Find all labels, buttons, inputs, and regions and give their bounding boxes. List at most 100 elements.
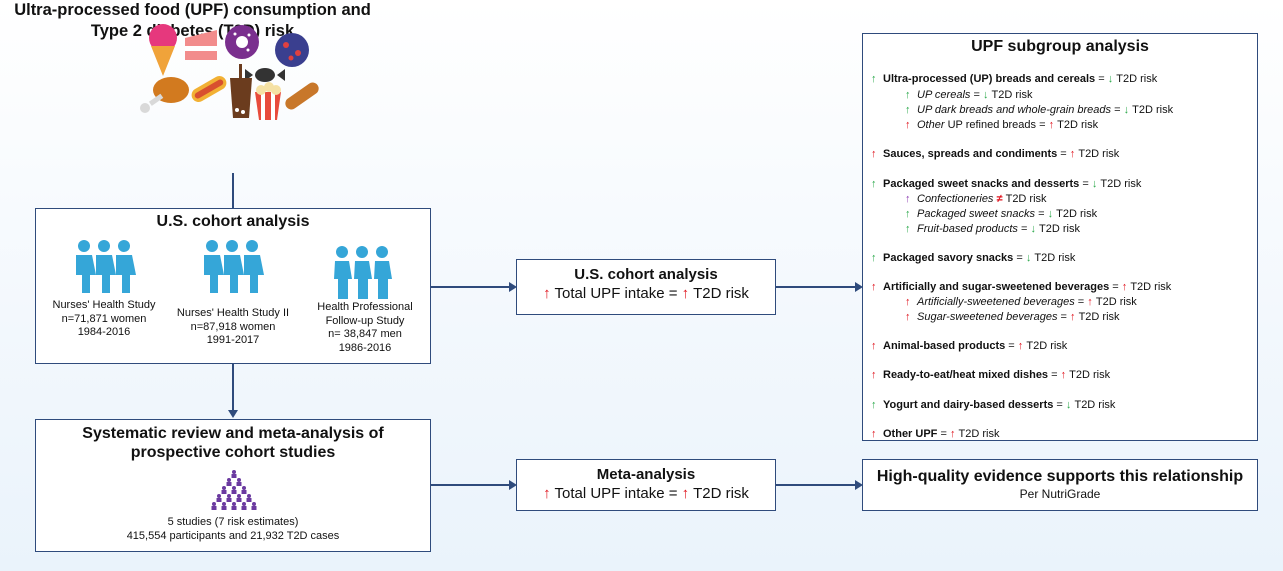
person-head: [252, 502, 256, 506]
subgroup-line-main: ↑Ready-to-eat/heat mixed dishes = ↑ T2D …: [871, 368, 1110, 382]
down-arrow-icon: ↓: [1091, 178, 1101, 190]
population-pyramid-icon: [211, 470, 257, 510]
risk-label: T2D risk: [1095, 296, 1137, 308]
up-arrow-icon: ↑: [1048, 119, 1058, 131]
cohort-nhs2: Nurses' Health Study II n=87,918 women 1…: [164, 307, 302, 348]
up-arrow-icon: ↑: [1070, 311, 1079, 323]
person-head: [242, 502, 246, 506]
subgroup-line-main: ↑Yogurt and dairy-based desserts = ↓ T2D…: [871, 398, 1115, 412]
down-arrow-icon: ↓: [1107, 73, 1117, 85]
subgroup-line-sub: ↑UP cereals = ↓ T2D risk: [905, 88, 1032, 102]
us-result-lhs: Total UPF intake =: [554, 285, 678, 302]
person-head: [232, 502, 236, 506]
subgroup-label: Packaged savory snacks: [883, 252, 1014, 264]
risk-label: T2D risk: [1130, 281, 1172, 293]
subgroup-label: Fruit-based products: [917, 223, 1018, 235]
ice-cream-icon: [149, 24, 177, 76]
up-arrow-icon: ↑: [871, 399, 877, 411]
meta-stats: 5 studies (7 risk estimates) 415,554 par…: [36, 515, 430, 543]
relation-sign: =: [1036, 119, 1049, 131]
bubble-tea-icon: [230, 64, 252, 118]
risk-label: T2D risk: [1039, 223, 1080, 235]
cohort-name: Nurses' Health Study II: [176, 307, 290, 319]
cohort-name-line1: Health Professional: [317, 301, 413, 313]
subgroup-label: Animal-based products: [883, 340, 1006, 352]
evidence-title: High-quality evidence supports this rela…: [876, 468, 1244, 485]
up-arrow-icon: ↑: [905, 119, 911, 131]
risk-label: T2D risk: [958, 428, 1000, 440]
subgroup-line-sub: ↑Artificially-sweetened beverages = ↑ T2…: [905, 295, 1137, 309]
up-arrow-icon: ↑: [1087, 296, 1096, 308]
cohort-n: n= 38,847 men: [328, 328, 402, 340]
person-body: [236, 482, 242, 486]
subgroup-label: UP refined breads: [947, 119, 1037, 131]
risk-label: T2D risk: [1069, 369, 1111, 381]
connector-cohort-to-result: [431, 286, 509, 288]
person-head: [222, 486, 226, 490]
person-body: [216, 498, 222, 502]
person-body: [231, 490, 237, 494]
subgroup-label: Packaged sweet snacks and desserts: [883, 178, 1080, 190]
candy-icon: [245, 68, 285, 82]
cohort-years: 1991-2017: [206, 334, 260, 346]
relation-sign: =: [1035, 208, 1048, 220]
donut-icon: [225, 25, 259, 59]
person-body: [226, 482, 232, 486]
meta-title-line1: Systematic review and meta-analysis of: [82, 425, 384, 442]
risk-label: T2D risk: [1132, 104, 1174, 116]
subgroup-line-main: ↑Sauces, spreads and condiments = ↑ T2D …: [871, 147, 1119, 161]
up-arrow-icon: ↑: [871, 148, 877, 160]
evidence-box: High-quality evidence supports this rela…: [862, 459, 1258, 511]
up-arrow-icon: ↑: [905, 208, 911, 220]
connector-meta-to-result: [431, 484, 509, 486]
person-head: [237, 478, 241, 482]
cohort-n: n=71,871 women: [61, 312, 147, 325]
cohort-name-line2: Follow-up Study: [325, 314, 405, 327]
risk-label: T2D risk: [1116, 73, 1158, 85]
arrow-right-to-subgroup: [855, 281, 863, 292]
us-result-box: U.S. cohort analysis ↑ Total UPF intake …: [516, 259, 776, 315]
subgroup-title: UPF subgroup analysis: [971, 38, 1149, 55]
person-head: [227, 478, 231, 482]
person-body: [241, 506, 247, 510]
us-cohort-box: U.S. cohort analysis Nurses' Health Stud…: [35, 208, 431, 364]
up-arrow-icon: ↑: [1069, 148, 1079, 160]
meta-result-rhs: T2D risk: [693, 485, 749, 502]
up-arrow-icon: ↑: [905, 311, 911, 323]
meta-result-lhs: Total UPF intake =: [554, 485, 678, 502]
up-arrow-icon: ↑: [905, 89, 911, 101]
cohort-years: 1986-2016: [338, 341, 392, 354]
risk-label: T2D risk: [991, 89, 1033, 101]
risk-label: T2D risk: [1056, 208, 1098, 220]
up-arrow-icon: ↑: [905, 296, 911, 308]
risk-label: T2D risk: [1074, 399, 1116, 411]
cake-slice-icon: [185, 30, 217, 60]
hotdog-icon: [191, 76, 227, 102]
cohort-name: Nurses' Health Study: [52, 299, 156, 311]
person-body: [251, 506, 257, 510]
up-arrow-icon: ↑: [871, 340, 877, 352]
subgroup-label: Sugar-sweetened beverages: [917, 311, 1058, 323]
meta-title-line2: prospective cohort studies: [130, 444, 336, 461]
subgroup-line-sub: ↑UP dark breads and whole-grain breads =…: [905, 103, 1173, 117]
cohort-n: n=87,918 women: [190, 320, 276, 333]
women-group-icon: [76, 240, 136, 293]
us-cohort-title: U.S. cohort analysis: [156, 213, 310, 230]
person-head: [232, 486, 236, 490]
down-arrow-icon: ↓: [1065, 399, 1075, 411]
us-result-rhs: T2D risk: [693, 285, 749, 302]
subgroup-label: Artificially and sugar-sweetened beverag…: [883, 281, 1110, 293]
subgroup-label: UP dark breads and whole-grain breads: [917, 104, 1112, 116]
up-arrow-icon: ↑: [871, 73, 877, 85]
up-arrow-icon: ↑: [681, 285, 690, 302]
relation-sign: =: [970, 89, 983, 101]
up-arrow-icon: ↑: [871, 428, 877, 440]
popcorn-icon: [255, 82, 281, 120]
connector-title-to-cohort: [232, 173, 234, 208]
subgroup-line-sub: ↑Sugar-sweetened beverages = ↑ T2D risk: [905, 310, 1120, 324]
person-body: [231, 506, 237, 510]
evidence-subtitle: Per NutriGrade: [1019, 487, 1101, 501]
relation-sign: =: [1048, 369, 1061, 381]
risk-label: T2D risk: [1026, 340, 1068, 352]
relation-sign: =: [1057, 148, 1070, 160]
